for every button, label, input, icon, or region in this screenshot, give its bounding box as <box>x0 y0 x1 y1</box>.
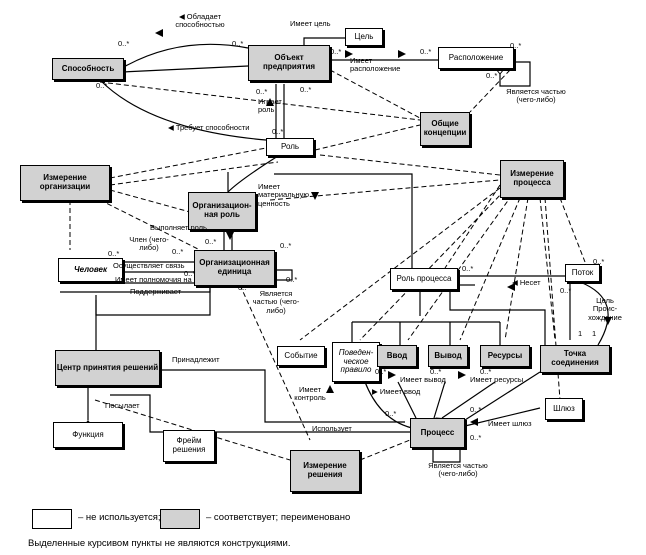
multiplicity: 0..* <box>420 47 432 56</box>
multiplicity: 0..* <box>108 249 120 258</box>
legend-note: Выделенные курсивом пункты не являются к… <box>28 538 291 549</box>
box-obekt-predpriyatiya: Объект предприятия <box>248 45 330 81</box>
multiplicity: 0..* <box>430 367 442 376</box>
label-neset: ◀ Несет <box>512 278 541 287</box>
box-tochka-soedineniya: Точка соединения <box>540 345 610 373</box>
multiplicity: 0..* <box>238 283 250 292</box>
label-trebuet-sposobnosti: ◀ Требует способности <box>168 123 250 132</box>
box-rol-processa: Роль процесса <box>390 268 458 290</box>
label-imeet-vyvod: Имеет вывод <box>400 375 446 384</box>
legend-matches: – соответствует; переименовано <box>206 512 351 523</box>
label-podderzhivaet: Поддерживает <box>130 287 182 296</box>
label-vypolnyaet-rol: Выполняет роль <box>150 223 207 232</box>
label-chlen: Член (чего-либо) <box>129 235 169 253</box>
box-funkciya: Функция <box>53 422 123 448</box>
label-prinadlezhit: Принадлежит <box>172 355 220 364</box>
multiplicity: 0..* <box>480 367 492 376</box>
label-imeet-polnomochiya: Имеет полномочия на <box>115 275 192 284</box>
box-povedencheskoe-pravilo: Поведен-ческое правило <box>332 342 380 382</box>
multiplicity: 0..* <box>330 47 342 56</box>
box-resursy: Ресурсы <box>480 345 530 367</box>
label-imeet-materialnuyu: Имеет материальную ценность <box>258 182 310 208</box>
box-process: Процесс <box>410 418 465 448</box>
multiplicity: 0..* <box>385 409 397 418</box>
label-imeet-shlyuz: Имеет шлюз <box>488 419 532 428</box>
legend-swatch-white <box>32 509 72 529</box>
label-ispolzuet: Использует <box>312 424 352 433</box>
label-yavlyaetsya-chastyu-3: Является частью (чего-либо) <box>428 461 488 479</box>
label-imeet-kontrol: Имеет контроль <box>294 385 326 403</box>
box-potok: Поток <box>565 264 600 282</box>
label-obladaet: ◀ Обладает способностью <box>175 12 225 30</box>
multiplicity: 0..* <box>300 85 312 94</box>
box-obshchie-koncepcii: Общие концепции <box>420 112 470 146</box>
multiplicity: 0..* <box>232 39 244 48</box>
multiplicity: 0..* <box>375 367 387 376</box>
multiplicity: 1 <box>578 329 583 338</box>
box-sposobnost: Способность <box>52 58 124 80</box>
label-imeet-raspolozhenie: Имеет расположение <box>350 56 401 74</box>
label-cel-proishozhdenie: Цель Проис-хождение <box>588 296 622 322</box>
legend-swatch-gray <box>160 509 200 529</box>
box-sobytie: Событие <box>277 346 325 366</box>
legend-not-used: – не используется; <box>78 512 161 523</box>
multiplicity: 0..* <box>172 247 184 256</box>
box-centr-prinyatiya-resheniy: Центр принятия решений <box>55 350 160 386</box>
label-imeet-resursy: Имеет ресурсы <box>470 375 524 384</box>
box-organizacionnaya-edinica: Организационная единица <box>194 250 275 286</box>
box-rol: Роль <box>266 138 314 156</box>
multiplicity: 0..* <box>560 286 572 295</box>
multiplicity: 0..* <box>256 87 268 96</box>
box-izmerenie-processa: Измерение процесса <box>500 160 564 198</box>
label-yavlyaetsya-chastyu-1: Является частью (чего-либо) <box>506 87 566 105</box>
multiplicity: 0..* <box>272 127 284 136</box>
box-izmerenie-organizacii: Измерение организации <box>20 165 110 201</box>
multiplicity: 0..* <box>486 71 498 80</box>
multiplicity: 0..* <box>96 81 108 90</box>
box-raspolozhenie: Расположение <box>438 47 514 69</box>
box-izmerenie-resheniya: Измерение решения <box>290 450 360 492</box>
multiplicity: 0..* <box>462 264 474 273</box>
multiplicity: 1 <box>592 329 597 338</box>
box-vvod: Ввод <box>377 345 417 367</box>
multiplicity: 0..* <box>470 433 482 442</box>
box-shlyuz: Шлюз <box>545 398 583 420</box>
box-organizacionnaya-rol: Организацион-ная роль <box>188 192 256 230</box>
multiplicity: 0..* <box>286 275 298 284</box>
multiplicity: 0..* <box>470 405 482 414</box>
label-yavlyaetsya-chastyu-2: Является частью (чего-либо) <box>252 289 300 315</box>
multiplicity: 0..* <box>118 39 130 48</box>
label-imeet-vvod: ▶ Имеет ввод <box>372 387 421 396</box>
label-posylaet: Посылает <box>105 401 140 410</box>
multiplicity: 0..* <box>593 257 605 266</box>
box-vyvod: Вывод <box>428 345 468 367</box>
box-cel: Цель <box>345 28 383 46</box>
label-imeet-cel: Имеет цель <box>290 19 331 28</box>
box-freym-resheniya: Фрейм решения <box>163 430 215 462</box>
multiplicity: 0..* <box>184 269 196 278</box>
label-igraet-rol: Играет роль <box>258 97 282 115</box>
label-osushchestvlyaet-svyaz: Осуществляет связь <box>113 261 185 270</box>
multiplicity: 0..* <box>280 241 292 250</box>
multiplicity: 0..* <box>205 237 217 246</box>
multiplicity: 0..* <box>510 41 522 50</box>
box-chelovek: Человек <box>58 258 123 282</box>
